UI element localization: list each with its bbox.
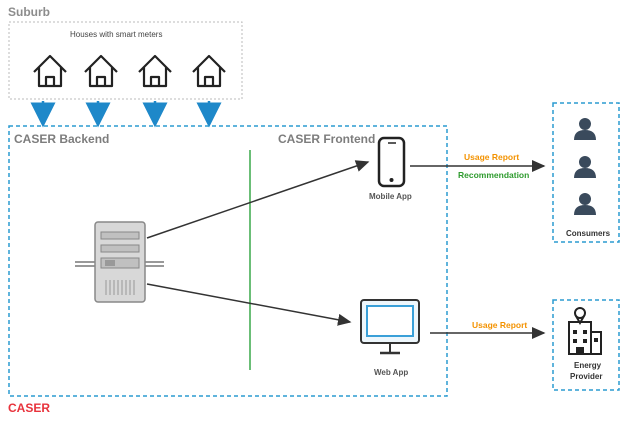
energy-provider-box [552,299,620,391]
consumers-box [552,102,620,243]
person-icon [574,118,596,140]
caser-title: CASER [8,401,51,415]
suburb-title: Suburb [8,5,50,19]
server-icon [75,221,164,303]
person-icon [574,156,596,178]
house-icon [84,54,118,88]
server-to-mobile-arrow [146,160,370,239]
usage-report-mobile-label: Usage Report [464,152,520,162]
recommendation-label: Recommendation [458,170,530,180]
consumers-label: Consumers [566,229,611,238]
house-icon [192,54,226,88]
suburb-box [8,21,243,100]
energy-provider-label-line2: Provider [570,372,603,381]
caser-frontend-label: CASER Frontend [278,132,376,146]
energy-provider-label-line1: Energy [574,361,602,370]
caser-backend-label: CASER Backend [14,132,110,146]
smartphone-icon [377,136,406,188]
house-icon [138,54,172,88]
usage-report-web-label: Usage Report [472,320,528,330]
server-to-web-arrow [146,283,352,326]
web-app-label: Web App [374,368,409,377]
caser-box [8,125,448,397]
monitor-icon [360,299,420,355]
houses-label: Houses with smart meters [70,30,163,39]
house-icon [33,54,67,88]
building-icon [568,307,602,355]
person-icon [574,193,596,215]
mobile-app-label: Mobile App [369,192,412,201]
